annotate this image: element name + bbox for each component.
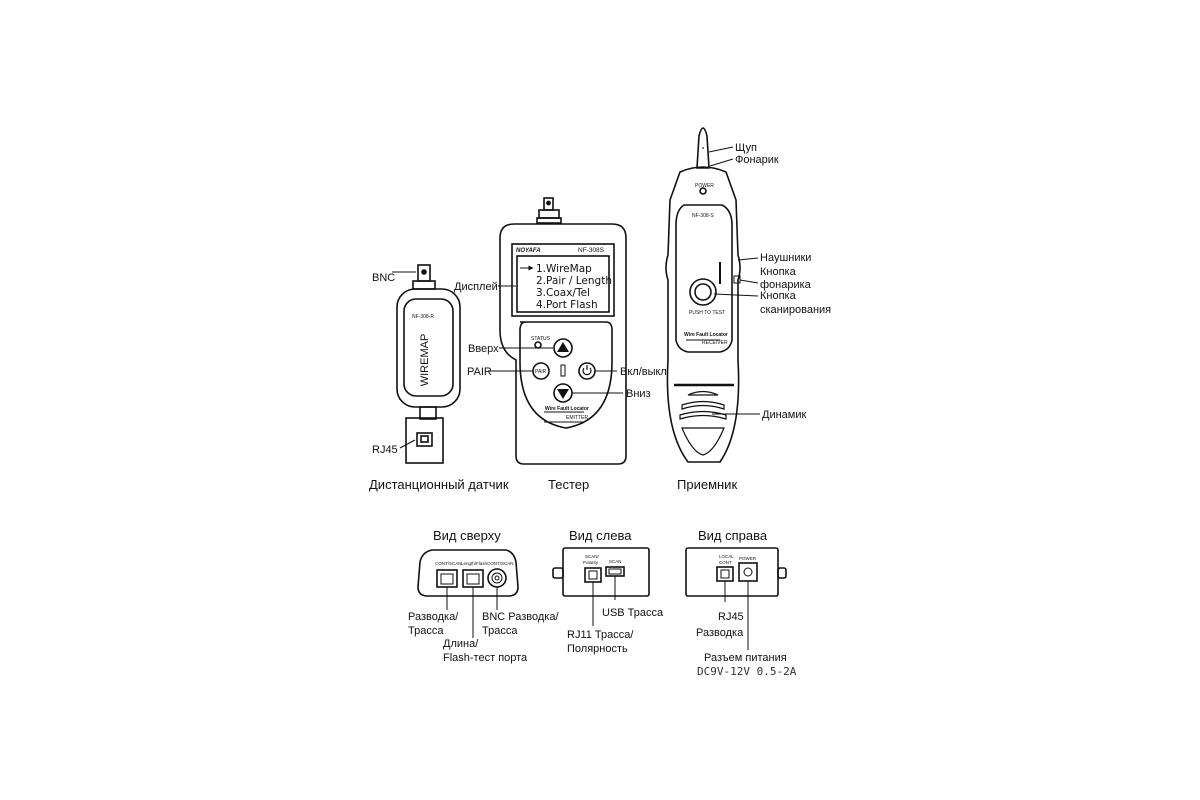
tester-brand-line: Wire Fault Locator [545,406,589,412]
headphones-label: Наушники [760,252,811,264]
top-label-mid-2: Flash-тест порта [443,652,528,664]
scan-button-label-2: сканирования [760,304,831,316]
top-port-label-3: CONT/SCAN [487,561,514,566]
left-label-usb: USB Трасса [602,607,664,619]
tester-body [499,223,627,465]
receiver-brand-sub: RECEIVER [702,340,728,346]
display-label: Дисплей [454,281,498,293]
tester-unit [488,197,627,465]
left-port-rj11 [584,567,602,583]
remote-model: NF-308-R [412,314,434,320]
left-port-label-1b: Polarity [583,560,599,565]
right-label-power: Разъем питания [704,652,787,664]
receiver-brand-line: Wire Fault Locator [684,332,728,338]
remote-bnc-label: BNC [372,272,395,284]
top-port-bnc [487,568,507,588]
top-view-title: Вид сверху [433,528,501,543]
top-label-left-2: Трасса [408,625,444,637]
left-port-label-1a: SCAN/ [585,554,600,559]
receiver-probe [696,127,710,169]
status-led-text: STATUS [531,336,551,342]
remote-rj45-box [405,417,444,464]
top-port-label-2: Length/Flash [461,561,488,566]
tester-brand-sub: EMITTER [566,415,588,421]
remote-wiremap-label: WIREMAP [419,334,431,387]
left-label-rj11-1: RJ11 Трасса/ [567,629,634,641]
left-view [552,547,650,626]
top-view-body [417,549,519,597]
receiver-caption: Приемник [677,477,737,492]
right-port-rj45 [716,566,734,582]
right-view [685,547,787,650]
up-button[interactable] [553,338,573,358]
flashlight-label: Фонарик [735,154,779,166]
pair-label: PAIR [467,366,492,378]
speaker-label: Динамик [762,409,806,421]
menu-item-coax-tel: 3.Coax/Tel [536,287,590,299]
top-label-right-2: Трасса [482,625,518,637]
tester-brand: NOYAFA [516,248,541,254]
right-port-label-1a: LOCAL [719,554,734,559]
remote-caption: Дистанционный датчик [369,477,509,492]
tester-display-frame [511,243,615,317]
probe-label: Щуп [735,142,757,154]
push-to-test-text: PUSH TO TEST [689,310,725,316]
tester-model: NF-308S [578,247,605,254]
right-label-rj45-1: RJ45 [718,611,744,623]
receiver-unit [665,127,760,463]
left-port-label-2: SCAN [609,559,622,564]
pair-button-text: PAIR [535,369,547,375]
scan-button[interactable] [689,278,717,306]
receiver-body [665,166,741,463]
tester-screen [516,255,610,313]
flash-button-label-2: фонарика [760,279,812,291]
top-label-right-1: BNC Разводка/ [482,611,559,623]
remote-unit [392,264,461,464]
receiver-power-text: POWER [695,183,714,189]
right-label-dc: DC9V-12V 0.5-2A [697,665,797,678]
right-port-power [738,562,758,582]
power-label: Вкл/выкл [620,366,667,378]
receiver-model: NF-308-S [692,213,714,219]
flash-button-label-1: Кнопка [760,266,797,278]
right-port-label-2: POWER [739,556,757,561]
left-label-rj11-2: Полярность [567,643,628,655]
scan-button-label-1: Кнопка [760,290,797,302]
top-view [417,549,519,638]
menu-item-wiremap: 1.WireMap [536,263,592,275]
tester-caption: Тестер [548,477,589,492]
top-label-left-1: Разводка/ [408,611,459,623]
menu-item-pair-length: 2.Pair / Length [536,275,612,287]
menu-item-port-flash: 4.Port Flash [536,299,598,311]
up-label: Вверх [468,343,499,355]
right-view-title: Вид справа [698,528,768,543]
right-port-label-1b: CONT [719,560,732,565]
top-port-label-1: CONT/SCAN [435,561,462,566]
left-view-title: Вид слева [569,528,632,543]
down-label: Вниз [626,388,651,400]
top-label-mid-1: Длина/ [443,638,479,650]
remote-rj45-label: RJ45 [372,444,398,456]
right-label-rj45-2: Разводка [696,627,744,639]
